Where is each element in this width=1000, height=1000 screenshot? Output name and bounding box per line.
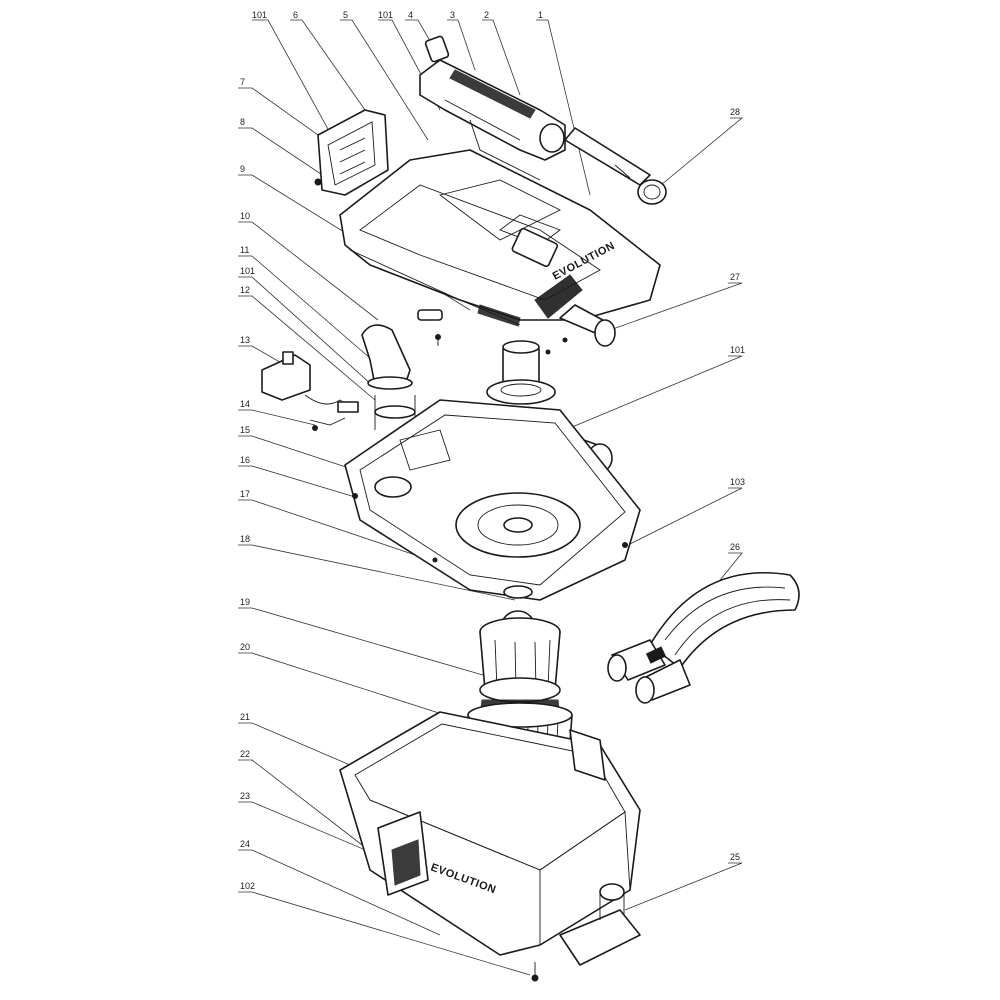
- collection-tank: EVOLUTION: [339, 711, 641, 982]
- callout-14: 14: [240, 399, 250, 409]
- callout-21: 21: [240, 712, 250, 722]
- callout-13: 13: [240, 335, 250, 345]
- callout-7: 7: [240, 77, 245, 87]
- callout-101: 101: [730, 345, 745, 355]
- elbow-pipe: [361, 324, 416, 430]
- callout-101: 101: [252, 10, 267, 20]
- callout-103: 103: [730, 477, 745, 487]
- callout-101: 101: [378, 10, 393, 20]
- callout-5: 5: [343, 10, 348, 20]
- callout-1: 1: [538, 10, 543, 20]
- callout-11: 11: [240, 245, 249, 255]
- side-panel-latch: [314, 109, 389, 196]
- motor-tray-base: [344, 399, 641, 601]
- callout-3: 3: [450, 10, 455, 20]
- callout-25: 25: [730, 852, 740, 862]
- callout-16: 16: [240, 455, 250, 465]
- callout-8: 8: [240, 117, 245, 127]
- flexible-hose: [607, 571, 800, 704]
- switch-assembly: [261, 351, 359, 431]
- callout-24: 24: [240, 839, 250, 849]
- callout-20: 20: [240, 642, 250, 652]
- callout-12: 12: [240, 285, 250, 295]
- callout-10: 10: [240, 211, 250, 221]
- callout-28: 28: [730, 107, 740, 117]
- callout-102: 102: [240, 881, 255, 891]
- motor: [486, 340, 556, 405]
- callout-101: 101: [240, 266, 255, 276]
- motor-head-housing: EVOLUTION: [339, 149, 661, 355]
- callout-2: 2: [484, 10, 489, 20]
- callout-17: 17: [240, 489, 250, 499]
- callout-6: 6: [293, 10, 298, 20]
- callout-19: 19: [240, 597, 250, 607]
- callout-27: 27: [730, 272, 740, 282]
- callout-15: 15: [240, 425, 250, 435]
- callout-labels: 101 6 5 101 4 3 2 1 28 7 8 9 27 10 11 10…: [240, 10, 745, 891]
- extension-wand: [564, 127, 667, 205]
- callout-4: 4: [408, 10, 413, 20]
- carry-handle: [419, 35, 566, 181]
- callout-18: 18: [240, 534, 250, 544]
- callout-22: 22: [240, 749, 250, 759]
- callout-26: 26: [730, 542, 740, 552]
- callout-23: 23: [240, 791, 250, 801]
- callout-9: 9: [240, 164, 245, 174]
